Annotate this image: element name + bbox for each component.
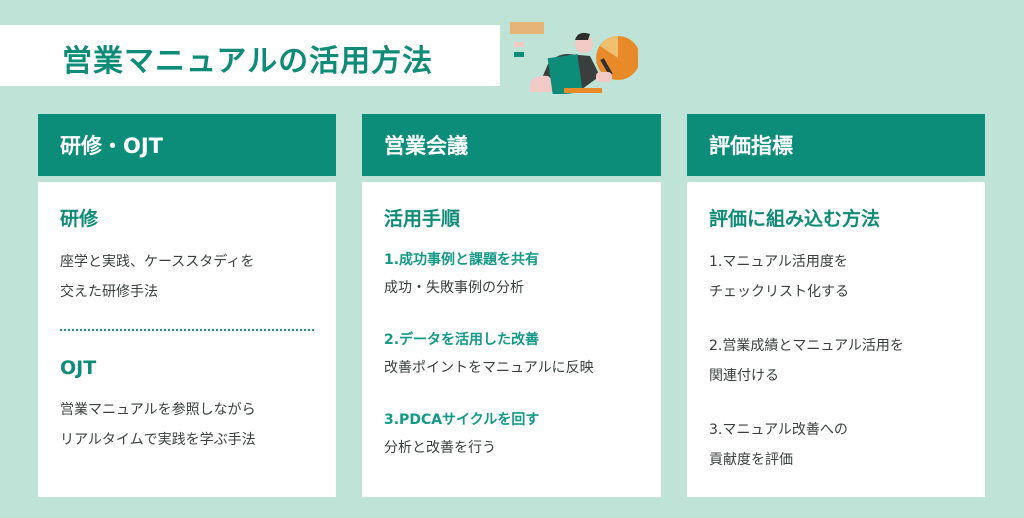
- subtitle-procedure: 活用手順: [384, 208, 461, 230]
- text-line: 営業マニュアルを参照しながら: [60, 402, 256, 418]
- step-desc: 改善ポイントをマニュアルに反映: [384, 360, 594, 376]
- item-line: 貢献度を評価: [709, 452, 793, 468]
- page-title: 営業マニュアルの活用方法: [62, 44, 434, 79]
- step-desc: 成功・失敗事例の分析: [384, 280, 524, 296]
- step-title: 2.データを活用した改善: [384, 332, 540, 348]
- card-body-sales-meeting: 活用手順 1.成功事例と課題を共有 成功・失敗事例の分析 2.データを活用した改…: [362, 182, 661, 497]
- person-with-pie-chart-icon: [510, 22, 638, 94]
- title-band: [0, 25, 500, 86]
- item-line: 1.マニュアル活用度を: [709, 254, 848, 270]
- card-header-sales-meeting: 営業会議: [362, 114, 661, 176]
- card-body-evaluation: 評価に組み込む方法 1.マニュアル活用度を チェックリスト化する 2.営業成績と…: [687, 182, 985, 497]
- item-line: 関連付ける: [709, 368, 779, 384]
- text-line: 座学と実践、ケーススタディを: [60, 254, 255, 270]
- item-line: チェックリスト化する: [709, 284, 849, 300]
- subtitle-training: 研修: [60, 208, 99, 230]
- step-title: 3.PDCAサイクルを回す: [384, 412, 540, 428]
- step-desc: 分析と改善を行う: [384, 440, 496, 456]
- card-body-training-ojt: 研修 座学と実践、ケーススタディを 交えた研修手法 OJT 営業マニュアルを参照…: [38, 182, 336, 497]
- card-header-evaluation: 評価指標: [687, 114, 985, 176]
- subtitle-evaluation-method: 評価に組み込む方法: [709, 208, 881, 230]
- text-line: 交えた研修手法: [60, 284, 158, 300]
- dotted-divider: [60, 329, 314, 331]
- subtitle-ojt: OJT: [60, 357, 97, 379]
- item-line: 2.営業成績とマニュアル活用を: [709, 338, 904, 354]
- card-header-training-ojt: 研修・OJT: [38, 114, 336, 176]
- item-line: 3.マニュアル改善への: [709, 422, 848, 438]
- step-title: 1.成功事例と課題を共有: [384, 252, 540, 268]
- text-line: リアルタイムで実践を学ぶ手法: [60, 432, 256, 448]
